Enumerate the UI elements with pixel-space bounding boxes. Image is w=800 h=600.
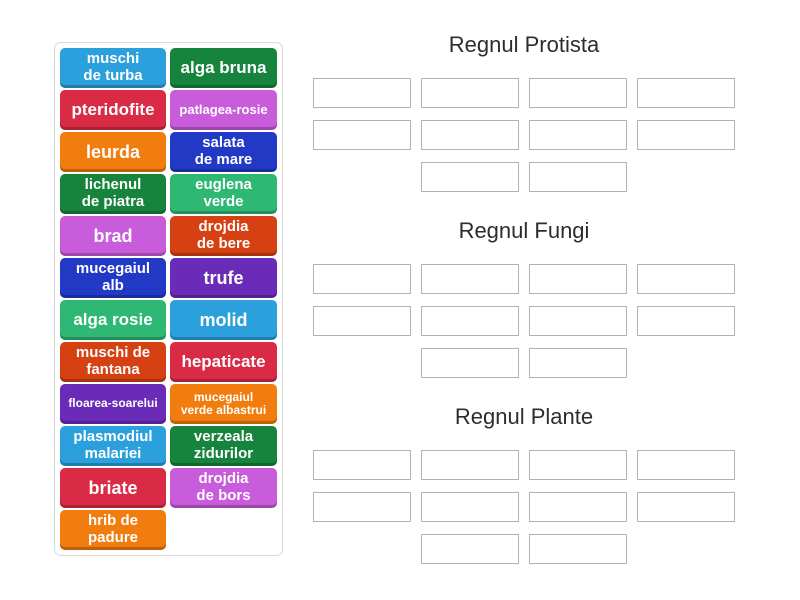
drop-slot[interactable] <box>421 306 519 336</box>
drop-slot[interactable] <box>421 348 519 378</box>
drop-slot[interactable] <box>529 306 627 336</box>
group-title: Regnul Fungi <box>458 218 590 243</box>
tile-drojdia-de-bors[interactable]: drojdia de bors <box>170 468 277 508</box>
drop-slot[interactable] <box>529 78 627 108</box>
drop-slot[interactable] <box>529 162 627 192</box>
tile-molid[interactable]: molid <box>170 300 277 340</box>
drop-slot[interactable] <box>421 264 519 294</box>
drop-slot[interactable] <box>529 348 627 378</box>
slot-grid <box>313 264 735 378</box>
group-regnul-protista: Regnul Protista <box>313 30 735 192</box>
tile-euglena-verde[interactable]: euglena verde <box>170 174 277 214</box>
drop-slot[interactable] <box>313 306 411 336</box>
tile-muschi-de-turba[interactable]: muschi de turba <box>60 48 166 88</box>
drop-slot[interactable] <box>637 264 735 294</box>
drop-slot[interactable] <box>637 492 735 522</box>
tile-muschi-de-fantana[interactable]: muschi de fantana <box>60 342 166 382</box>
drop-slot[interactable] <box>421 78 519 108</box>
group-regnul-fungi: Regnul Fungi <box>313 216 735 378</box>
group-title: Regnul Protista <box>448 32 600 57</box>
tile-patlagea-rosie[interactable]: patlagea-rosie <box>170 90 277 130</box>
drop-slot[interactable] <box>637 120 735 150</box>
tile-mucegaiul-verde-albastrui[interactable]: mucegaiul verde albastrui <box>170 384 277 424</box>
drop-slot[interactable] <box>421 120 519 150</box>
tile-mucegaiul-alb[interactable]: mucegaiul alb <box>60 258 166 298</box>
drop-slot[interactable] <box>313 120 411 150</box>
slot-grid <box>313 78 735 192</box>
drop-slot[interactable] <box>421 492 519 522</box>
drop-slot[interactable] <box>637 78 735 108</box>
drop-slot[interactable] <box>313 264 411 294</box>
drop-slot[interactable] <box>421 162 519 192</box>
tile-hrib-de-padure[interactable]: hrib de padure <box>60 510 166 550</box>
tile-alga-rosie[interactable]: alga rosie <box>60 300 166 340</box>
drop-slot[interactable] <box>421 450 519 480</box>
tile-salata-de-mare[interactable]: salata de mare <box>170 132 277 172</box>
tile-lichenul-de-piatra[interactable]: lichenul de piatra <box>60 174 166 214</box>
drop-slot[interactable] <box>529 264 627 294</box>
tile-hepaticate[interactable]: hepaticate <box>170 342 277 382</box>
slot-grid <box>313 450 735 564</box>
tile-briate[interactable]: briate <box>60 468 166 508</box>
group-title: Regnul Plante <box>454 404 594 429</box>
tile-verzeala-zidurilor[interactable]: verzeala zidurilor <box>170 426 277 466</box>
tile-drojdia-de-bere[interactable]: drojdia de bere <box>170 216 277 256</box>
tile-plasmodiul-malariei[interactable]: plasmodiul malariei <box>60 426 166 466</box>
drop-slot[interactable] <box>637 306 735 336</box>
drop-slot[interactable] <box>313 492 411 522</box>
tile-floarea-soarelui[interactable]: floarea-soarelui <box>60 384 166 424</box>
drop-slot[interactable] <box>637 450 735 480</box>
drop-slot[interactable] <box>529 534 627 564</box>
drop-slot[interactable] <box>529 120 627 150</box>
drop-slot[interactable] <box>529 492 627 522</box>
tile-leurda[interactable]: leurda <box>60 132 166 172</box>
drop-slot[interactable] <box>313 78 411 108</box>
drop-slot[interactable] <box>529 450 627 480</box>
tile-alga-bruna[interactable]: alga bruna <box>170 48 277 88</box>
tile-brad[interactable]: brad <box>60 216 166 256</box>
drop-slot[interactable] <box>313 450 411 480</box>
group-regnul-plante: Regnul Plante <box>313 402 735 564</box>
tile-trufe[interactable]: trufe <box>170 258 277 298</box>
tile-pteridofite[interactable]: pteridofite <box>60 90 166 130</box>
drop-slot[interactable] <box>421 534 519 564</box>
